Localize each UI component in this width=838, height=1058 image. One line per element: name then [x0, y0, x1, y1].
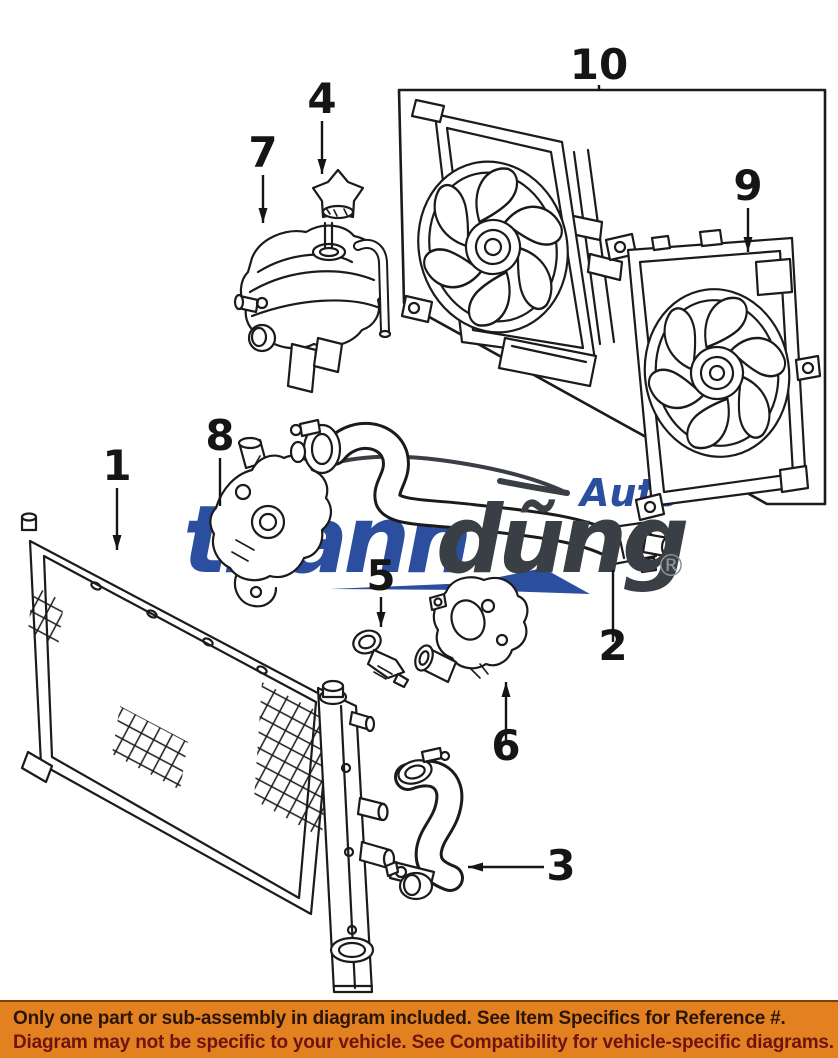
- reservoir-leg: [286, 342, 318, 394]
- callout-8-label: 8: [205, 411, 234, 460]
- lower-radiator-hose: [384, 746, 464, 901]
- disclaimer-line2: Diagram may not be specific to your vehi…: [13, 1032, 834, 1053]
- blue-swoosh-underline: [330, 568, 590, 594]
- callout-9-label: 9: [733, 161, 762, 210]
- coolant-reservoir: [233, 221, 392, 394]
- callout-7: 7: [248, 128, 278, 223]
- callout-2: 2: [598, 570, 628, 670]
- watermark-secondary: dũng: [436, 486, 687, 595]
- radiator-hose-clamp-ring: [329, 936, 375, 964]
- callout-8: 8: [205, 411, 235, 506]
- disclaimer-bar: Only one part or sub-assembly in diagram…: [0, 1000, 838, 1058]
- radiator-foot: [20, 750, 54, 784]
- callout-1-label: 1: [102, 441, 131, 490]
- car-silhouette-swoosh-tail: [497, 478, 570, 496]
- reservoir-leg: [312, 336, 344, 374]
- reservoir-cap: [311, 168, 365, 220]
- disclaimer-line1: Only one part or sub-assembly in diagram…: [13, 1008, 786, 1029]
- upper-radiator-hose: [289, 418, 672, 574]
- parts-diagram: thành Auto: [20, 40, 827, 994]
- fan-assembly-secondary: [604, 228, 822, 522]
- callout-7-label: 7: [248, 128, 277, 177]
- fan-assembly-primary: [400, 98, 598, 388]
- callout-5: 5: [366, 551, 396, 627]
- callout-5-label: 5: [366, 551, 395, 600]
- callout-3-label: 3: [546, 841, 575, 890]
- callout-9: 9: [733, 161, 763, 252]
- registered-trademark: ®: [656, 549, 686, 584]
- callouts: 1 2 3 4 5 6 7 8: [102, 40, 762, 890]
- callout-10-label: 10: [570, 40, 628, 89]
- fan-lower-bracket: [497, 336, 598, 388]
- reservoir-filler-port: [311, 242, 347, 262]
- callout-4: 4: [307, 74, 337, 174]
- watermark-over: dũng ®: [436, 486, 692, 595]
- callout-10: 10: [570, 40, 628, 90]
- radiator: [20, 512, 396, 994]
- thermostat-assembly: [209, 436, 332, 608]
- fan-module-box: [397, 88, 827, 506]
- water-outlet-housing: [414, 576, 529, 684]
- callout-3: 3: [468, 841, 576, 890]
- callout-1: 1: [102, 441, 132, 550]
- callout-4-label: 4: [307, 74, 336, 123]
- callout-6: 6: [491, 682, 521, 770]
- coolant-sensor: [352, 629, 410, 689]
